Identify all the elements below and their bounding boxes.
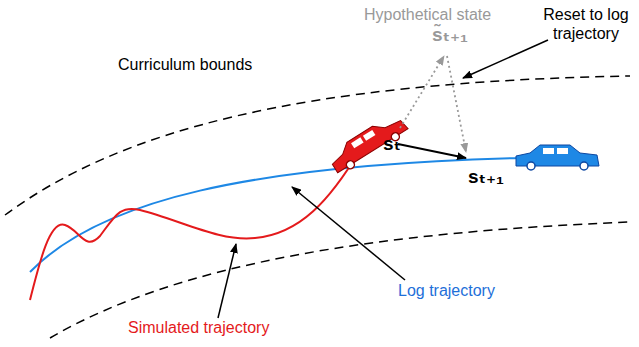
leader-arrow [463,40,548,78]
log-car [516,145,599,170]
lower-bound [50,222,630,338]
simulated-trajectory-curve [30,150,360,300]
state-symbol: sₜ [383,133,401,155]
leader-arrow [218,244,236,318]
leader-arrow [292,187,405,280]
callout-label: Log trajectory [398,281,495,300]
callout-label: Simulated trajectory [128,318,269,337]
simulated-car [327,111,411,176]
state-symbol: sₜ₊₁ [468,166,504,188]
upper-bound [5,76,630,215]
transition-arrow [398,144,466,158]
grey-note: Hypothetical state [364,5,491,24]
reset-arrow [447,56,466,152]
log-trajectory-curve [30,158,520,272]
callout-label: Curriculum bounds [118,55,252,74]
state-symbol: s̃ₜ₊₁ [432,24,468,46]
callout-label: Reset to log trajectory [540,5,632,43]
hypothetical-arrow [400,56,444,128]
